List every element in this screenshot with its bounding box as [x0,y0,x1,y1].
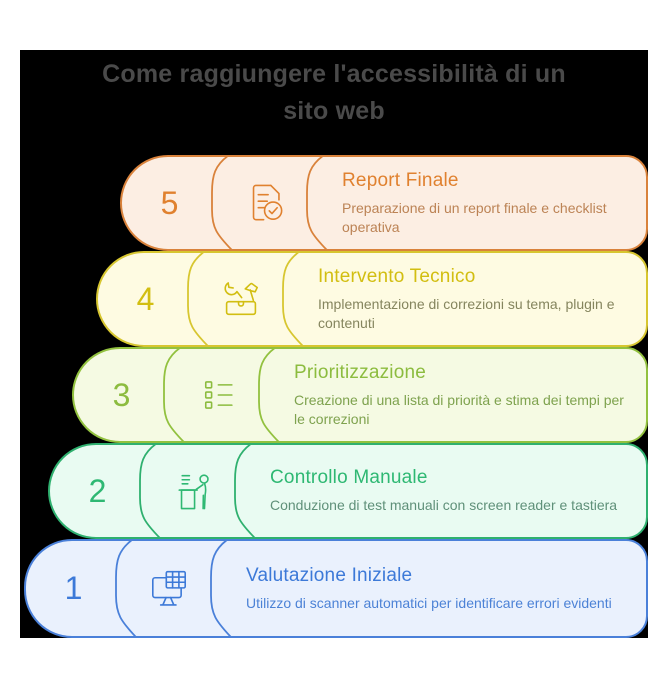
step-row-2: 2 Controllo Manuale Conduzione di test m… [48,443,648,539]
step-number: 2 [88,472,107,509]
step-description: Implementazione di correzioni su tema, p… [318,295,615,331]
step-text: Controllo Manuale Conduzione di test man… [240,445,646,537]
step-title: Intervento Tecnico [318,265,476,287]
page-title-line-1: Come raggiungere l'accessibilità di un [102,60,566,88]
step-number: 4 [136,280,155,317]
step-text: Report Finale Preparazione di un report … [312,157,646,249]
icon-cell [169,349,264,441]
icon-cell [217,157,312,249]
step-text: Prioritizzazione Creazione di una lista … [264,349,646,441]
step-number: 5 [160,184,179,221]
step-text: Intervento Tecnico Implementazione di co… [288,253,646,345]
toolbox-icon [214,272,268,326]
icon-cell [193,253,288,345]
step-title: Controllo Manuale [270,467,428,488]
step-description: Preparazione di un report finale e check… [342,199,607,235]
doc-check-icon [238,176,292,230]
step-title: Valutazione Iniziale [246,564,413,586]
step-description: Utilizzo di scanner automatici per ident… [246,594,612,611]
step-number: 1 [64,570,83,606]
step-number: 3 [112,376,131,413]
icon-cell [121,541,216,636]
step-description: Creazione di una lista di priorità e sti… [294,391,624,427]
step-title: Prioritizzazione [294,361,427,383]
step-row-5: 5 Report Finale Preparazione di un repor… [120,155,648,251]
step-row-3: 3 Prioritizzazione Creazione di una list… [72,347,648,443]
person-lectern-icon [166,464,220,518]
step-text: Valutazione Iniziale Utilizzo di scanner… [216,541,646,636]
step-title: Report Finale [342,169,459,191]
icon-cell [145,445,240,537]
step-description: Conduzione di test manuali con screen re… [270,497,618,513]
page-title: Come raggiungere l'accessibilità di un s… [20,56,648,130]
step-row-4: 4 Intervento Tecnico Implementazione di … [96,251,648,347]
monitor-grid-icon [142,562,196,616]
step-row-1: 1 Valutazione Iniziale Utilizzo di scann… [24,539,648,638]
page-title-line-2: sito web [283,97,385,125]
checklist-icon [190,368,244,422]
